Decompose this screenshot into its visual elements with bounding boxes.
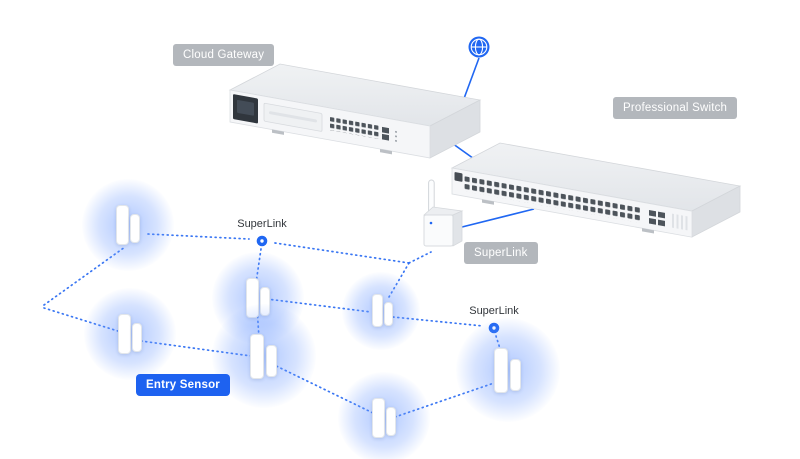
sensor-bar <box>130 214 140 243</box>
switch-to-superlink-line <box>453 208 535 230</box>
superlink-antenna-device <box>422 179 464 247</box>
globe-icon <box>468 36 490 58</box>
sensor-bar <box>386 407 396 436</box>
sensor-bar <box>116 205 129 245</box>
dotted-link <box>274 242 410 264</box>
cloud-gateway-device <box>228 63 482 159</box>
sensor-bar <box>384 302 393 326</box>
superlink-node-dot-icon <box>256 235 268 247</box>
sensor-bar <box>250 334 264 379</box>
cloud-gateway-badge: Cloud Gateway <box>173 44 275 66</box>
professional-switch-badge: Professional Switch <box>613 97 738 119</box>
antenna-led <box>429 221 433 225</box>
gateway-ports <box>329 116 379 139</box>
entry-sensor-badge: Entry Sensor <box>136 374 230 396</box>
dotted-link <box>394 381 498 418</box>
sensor-bar <box>372 398 385 438</box>
dotted-link <box>408 251 432 264</box>
sensor-bar <box>132 323 142 352</box>
superlink-badge: SuperLink <box>464 242 538 264</box>
professional-switch-device <box>450 142 742 238</box>
sensor-bar <box>118 314 131 354</box>
sensor-bar <box>494 348 508 393</box>
switch-port-grid <box>464 175 642 224</box>
superlink-node-label: SuperLink <box>237 218 287 230</box>
sensor-bar <box>266 345 277 377</box>
sensor-bar <box>372 294 383 327</box>
sensor-bar <box>510 359 521 391</box>
superlink-node-label: SuperLink <box>469 305 519 317</box>
sensor-glow <box>456 318 560 422</box>
